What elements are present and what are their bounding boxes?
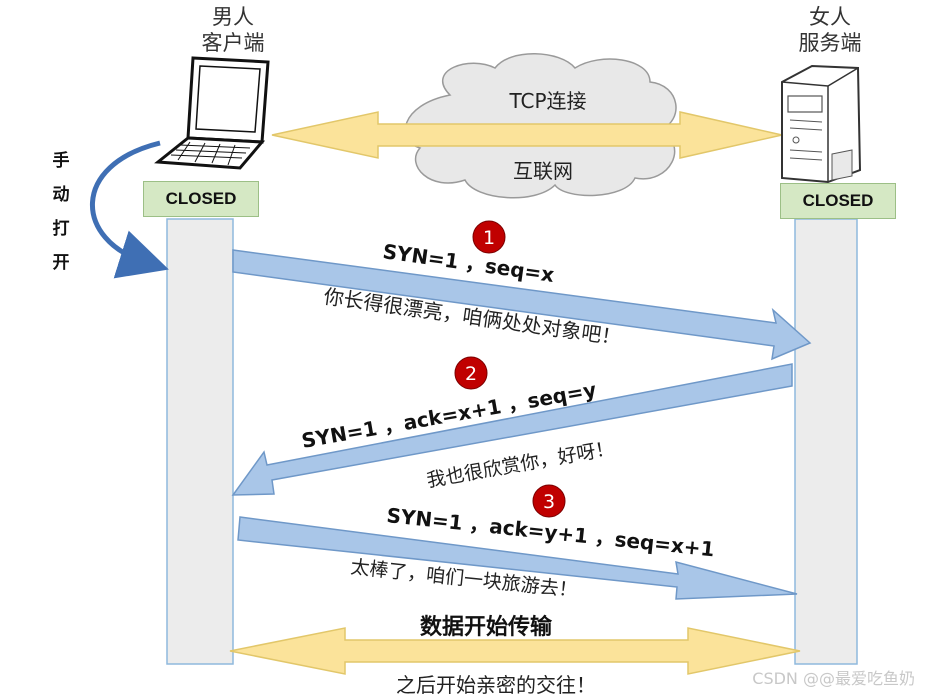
- client-label-line2: 客户端: [201, 31, 265, 55]
- step1-badge: 1: [472, 220, 506, 254]
- manual-open-char-4: 开: [52, 253, 70, 273]
- tcp-connection-label: TCP连接: [508, 89, 586, 113]
- curved-arrow-icon: [90, 140, 169, 279]
- step2-arrow: [231, 363, 793, 496]
- laptop-icon: [154, 56, 270, 170]
- data-transfer-arrow: [229, 627, 801, 675]
- manual-open-label: 手 动 打 开: [50, 144, 72, 280]
- data-transfer-caption: 之后开始亲密的交往！: [396, 673, 596, 697]
- step1-arrow: [232, 249, 812, 361]
- client-state-box: CLOSED: [143, 181, 259, 217]
- internet-label: 互联网: [513, 159, 573, 183]
- step2-number: 2: [465, 363, 477, 385]
- step3-badge: 3: [532, 484, 566, 518]
- server-icon: [781, 64, 862, 184]
- client-label: 男人 客户端: [188, 4, 278, 56]
- step3-arrow: [237, 516, 798, 600]
- manual-open-char-3: 打: [52, 219, 70, 239]
- data-transfer-label: 数据开始传输: [420, 614, 553, 640]
- manual-open-char-2: 动: [52, 185, 70, 205]
- step2-badge: 2: [454, 356, 488, 390]
- client-timeline: [166, 218, 234, 665]
- step1-number: 1: [483, 227, 495, 249]
- watermark: CSDN @@最爱吃鱼奶: [752, 669, 915, 688]
- server-timeline: [794, 218, 858, 665]
- server-label: 女人 服务端: [780, 4, 880, 56]
- server-label-line1: 女人: [809, 5, 851, 29]
- server-state-label: CLOSED: [802, 191, 874, 210]
- server-label-line2: 服务端: [798, 31, 862, 55]
- manual-open-char-1: 手: [52, 151, 70, 171]
- step3-number: 3: [543, 491, 555, 513]
- client-label-line1: 男人: [212, 5, 254, 29]
- server-state-box: CLOSED: [780, 183, 896, 219]
- client-state-label: CLOSED: [165, 189, 237, 208]
